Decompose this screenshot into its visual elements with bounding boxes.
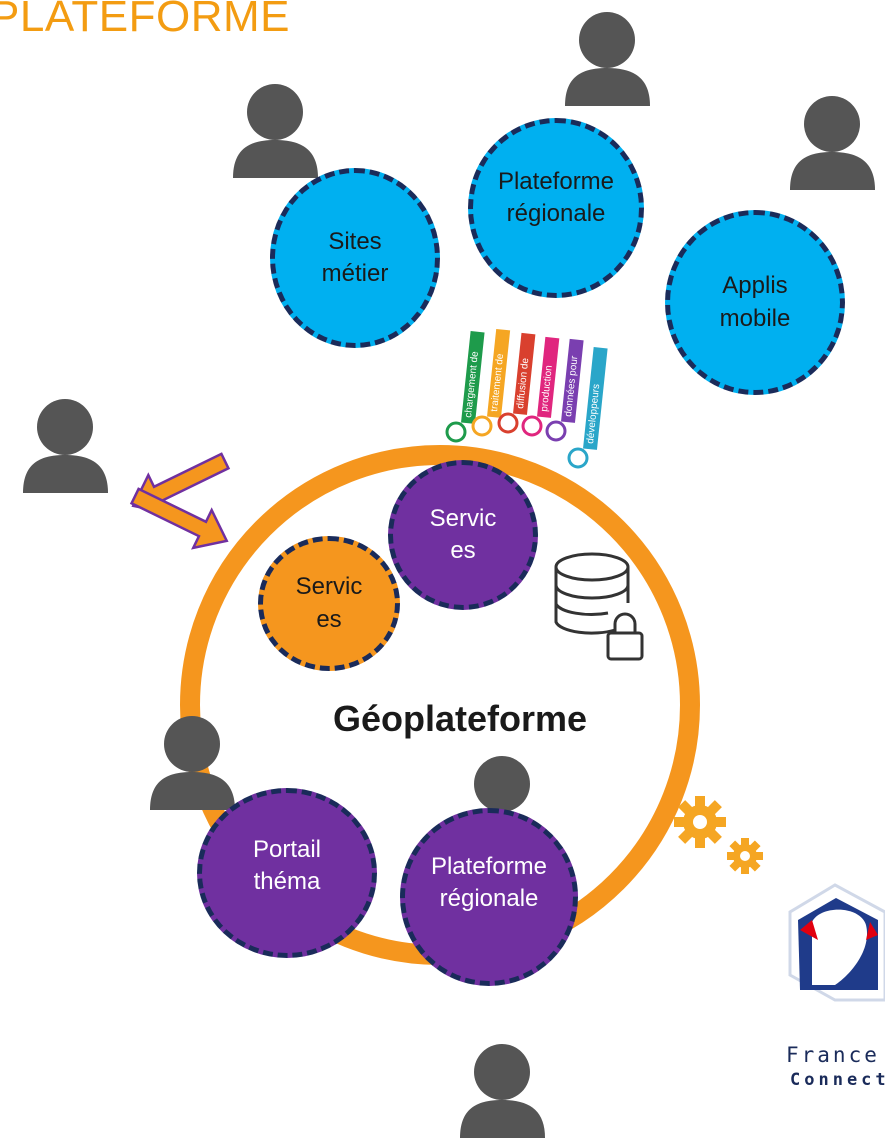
user-icon xyxy=(23,399,108,493)
user-icon xyxy=(790,96,875,190)
arrow-right-icon xyxy=(129,487,229,550)
api-tag: données pour xyxy=(545,338,584,442)
geoplateforme-title: Géoplateforme xyxy=(332,698,588,739)
api-tag-label: production xyxy=(539,365,555,413)
api-tag: diffusion de xyxy=(497,332,536,434)
gears-icon xyxy=(674,796,763,874)
user-icon xyxy=(565,12,650,106)
bubble-label: métier xyxy=(321,260,389,287)
page-title: PLATEFORME xyxy=(0,0,291,41)
bubble-services-orange[interactable]: Servic es xyxy=(258,536,400,671)
bubble-label: Plateforme xyxy=(430,852,548,880)
bubble-label: es xyxy=(316,605,342,633)
franceconnect-line2: Connect xyxy=(790,1070,885,1090)
bubble-plateforme-regionale-bottom[interactable]: Plateforme régionale xyxy=(400,808,578,986)
api-tag: production xyxy=(521,336,560,437)
bubble-applis-mobile[interactable]: Applis mobile xyxy=(665,210,845,395)
bubble-label: mobile xyxy=(719,304,791,332)
bubble-sites-metier[interactable]: Sites métier xyxy=(270,168,440,348)
bubble-label: Portail xyxy=(252,835,322,863)
api-tag: traitement de xyxy=(471,328,511,437)
bubble-label: Servic xyxy=(295,573,363,601)
user-icon xyxy=(460,1044,545,1138)
database-lock-icon xyxy=(554,552,644,661)
bubble-label: es xyxy=(450,537,476,564)
bubble-label: régionale xyxy=(506,200,606,227)
bubble-label: régionale xyxy=(439,885,539,912)
user-icon xyxy=(150,716,235,810)
bubble-label: Applis xyxy=(722,272,788,300)
api-tag: développeurs xyxy=(567,347,608,469)
bubble-plateforme-regionale-top[interactable]: Plateforme régionale xyxy=(468,118,644,298)
bubble-services-purple[interactable]: Servic es xyxy=(388,460,538,610)
exchange-arrows xyxy=(129,452,231,550)
franceconnect-line1: France xyxy=(786,1043,880,1067)
bubble-label: Plateforme xyxy=(497,167,615,195)
bubble-label: Servic xyxy=(429,504,497,532)
bubble-label: Sites xyxy=(328,227,382,255)
bubble-label: théma xyxy=(253,868,321,895)
api-tag-label: diffusion de xyxy=(515,357,531,409)
franceconnect-logo-icon xyxy=(788,883,885,1002)
bubble-portail-thema[interactable]: Portail théma xyxy=(197,788,377,958)
user-icon xyxy=(233,84,318,178)
api-tag: chargement de xyxy=(445,330,485,443)
